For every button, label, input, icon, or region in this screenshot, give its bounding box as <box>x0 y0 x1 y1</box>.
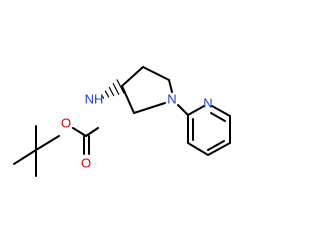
atom-carbonyl-oxygen: O <box>81 156 91 171</box>
bond-pyr-inner-2 <box>207 140 225 151</box>
bond-pyr-c4-c3 <box>187 142 209 156</box>
bond-pyr-inner-1 <box>210 112 226 122</box>
bond-c5-n1 <box>168 79 173 93</box>
bond-tbu-to-ester-o <box>35 135 60 151</box>
carbamate-group <box>72 127 99 155</box>
stereo-hashed-wedge <box>100 79 125 99</box>
bond-c4-c5 <box>142 66 170 81</box>
tert-butyl-group <box>13 125 60 177</box>
bond-n1-to-pyridine <box>177 104 189 116</box>
bond-ester-o-to-carbonyl-c <box>72 127 87 137</box>
atom-amide-nitrogen: NH <box>85 92 104 107</box>
bond-carbonyl-c-to-nh <box>85 127 99 137</box>
pyrrolidine-ring <box>121 66 173 114</box>
bond-c2-n1 <box>133 102 166 114</box>
chemical-structure: O O NH N N <box>13 66 231 177</box>
bond-tbu-methyl-left <box>13 149 37 165</box>
bond-c3-c2 <box>121 85 135 114</box>
bond-pyr-c5-c4 <box>207 142 231 156</box>
bond-c3-c4 <box>121 66 144 87</box>
atom-ester-oxygen: O <box>61 116 71 131</box>
atom-pyrrolidine-nitrogen: N <box>167 92 176 107</box>
bond-pyr-c2-n <box>187 105 205 116</box>
atom-pyridine-nitrogen: N <box>203 96 212 111</box>
pyridine-ring <box>187 105 231 156</box>
bond-pyr-n-c6 <box>211 105 231 117</box>
